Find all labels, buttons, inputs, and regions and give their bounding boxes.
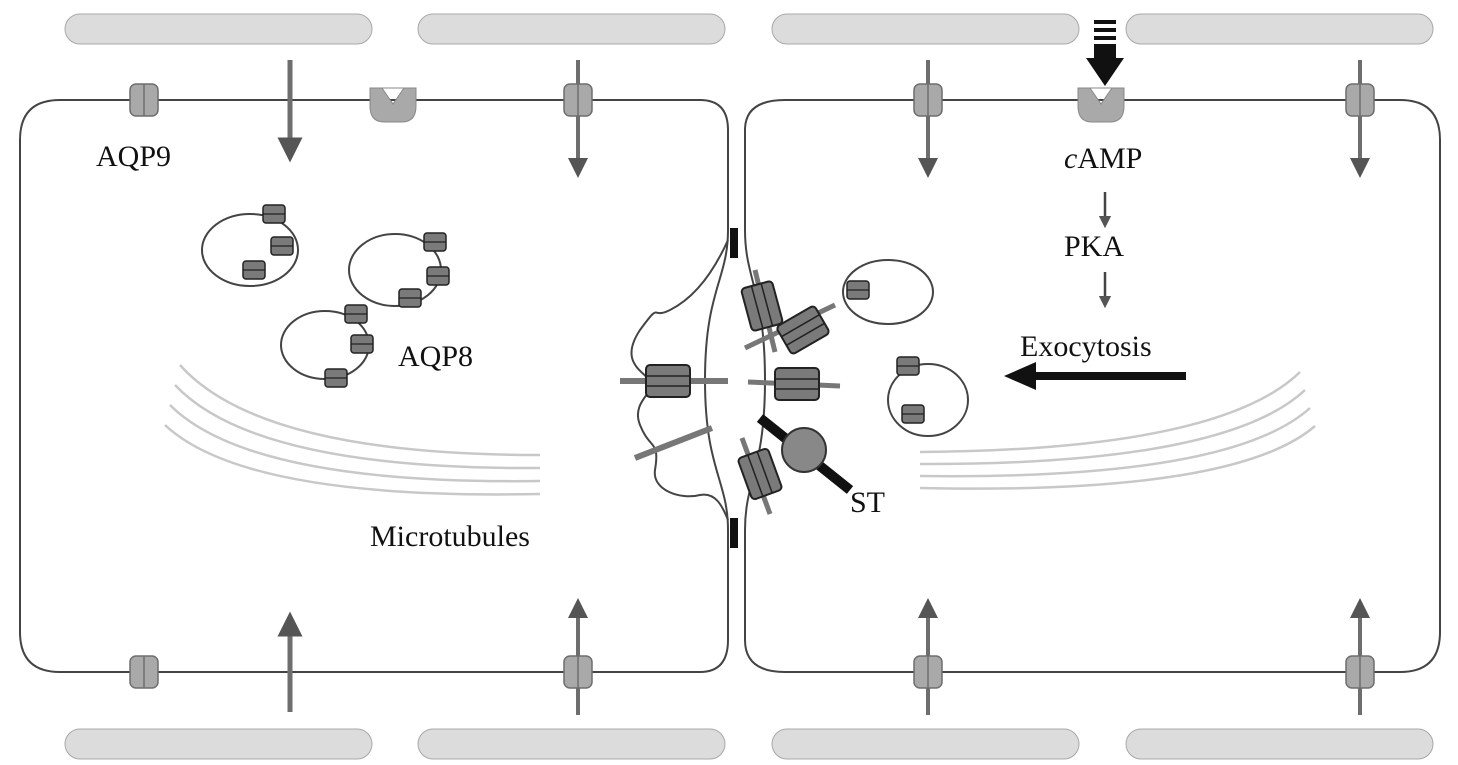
aquaporin-channel-icon — [129, 655, 159, 689]
label-exocytosis: Exocytosis — [1020, 330, 1152, 363]
exocytosis-arrow-icon — [1004, 362, 1186, 390]
top-bars — [64, 13, 1434, 45]
bar — [64, 728, 373, 760]
microtubules-right — [919, 371, 1316, 490]
aquaporin-channel-icon — [563, 598, 593, 715]
label-microtubules: Microtubules — [370, 520, 530, 553]
bar — [417, 13, 726, 45]
hormone-arrow-icon — [1086, 20, 1124, 86]
right-cell-membrane — [744, 99, 1441, 673]
bar — [1125, 13, 1434, 45]
canalicular-aquaporins — [620, 269, 841, 515]
st-transporter-icon — [756, 414, 854, 494]
bar — [417, 728, 726, 760]
bar — [1125, 728, 1434, 760]
microtubules-left — [164, 364, 541, 496]
bar — [64, 13, 373, 45]
label-st: ST — [850, 486, 885, 519]
label-camp-rest: AMP — [1077, 142, 1142, 175]
aquaporin-channel-icon — [129, 83, 159, 117]
label-aqp8: AQP8 — [398, 340, 473, 373]
label-aqp9: AQP9 — [96, 140, 171, 173]
vesicle-icon — [201, 204, 299, 287]
aquaporin-channel-icon — [563, 60, 593, 178]
bar — [771, 728, 1080, 760]
aquaporin-channel-icon — [913, 60, 943, 178]
vesicle-icon — [280, 304, 374, 388]
bottom-bars — [64, 728, 1434, 760]
vesicle-icon — [348, 232, 450, 308]
vesicle-icon — [842, 259, 934, 325]
aquaporin-channel-icon — [1345, 598, 1375, 715]
junction-marker — [730, 518, 738, 548]
bar — [771, 13, 1080, 45]
left-cell-membrane — [19, 99, 729, 673]
junction-marker — [730, 228, 738, 258]
receptor-icon — [369, 87, 417, 123]
label-camp: cAMP — [1064, 142, 1142, 175]
aquaporin-channel-icon — [1345, 60, 1375, 178]
label-camp-prefix: c — [1064, 142, 1077, 175]
receptor-icon — [1077, 87, 1125, 123]
label-pka: PKA — [1064, 230, 1124, 263]
aquaporin-channel-icon — [913, 598, 943, 715]
vesicle-icon — [887, 356, 969, 437]
